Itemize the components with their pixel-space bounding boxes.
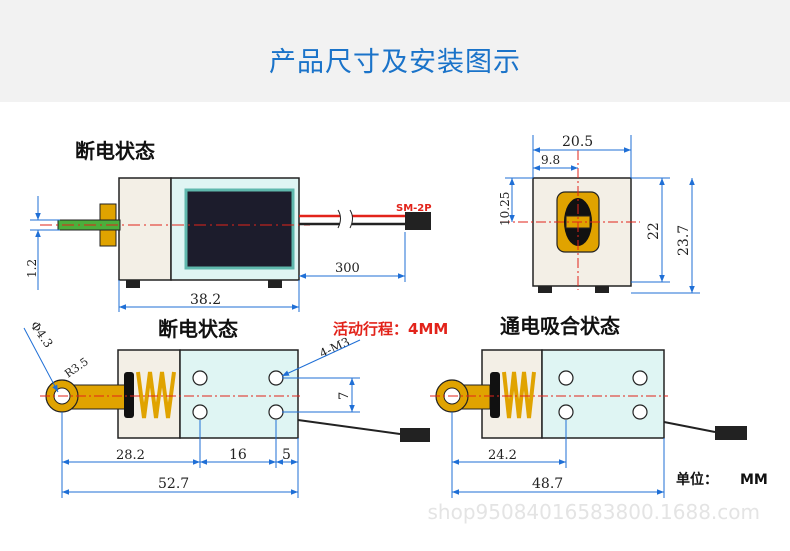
- top-left-view: 断电状态 SM-2P 38.2 300: [25, 139, 432, 312]
- page-title: 产品尺寸及安装图示: [269, 47, 521, 78]
- dim-300: 300: [335, 261, 360, 276]
- dim-hole-radius: R3.5: [62, 355, 91, 380]
- dim-24-2: 24.2: [488, 448, 517, 463]
- dim-1-2: 1.2: [25, 259, 39, 278]
- dim-10-25: 10.25: [498, 192, 512, 226]
- dim-22: 22: [646, 222, 662, 240]
- dim-hole-dia: Φ4.3: [28, 319, 56, 351]
- bottom-right-title: 通电吸合状态: [500, 314, 620, 338]
- dim-48-7: 48.7: [532, 476, 563, 492]
- dim-28-2: 28.2: [116, 448, 145, 463]
- bottom-right-view: 通电吸合状态 24.2 48.7: [430, 314, 747, 498]
- dim-20-5: 20.5: [562, 134, 593, 150]
- stroke-label: 活动行程：4MM: [333, 320, 448, 338]
- top-left-title: 断电状态: [75, 139, 155, 163]
- watermark: shop95084016583800.1688.com: [427, 500, 761, 524]
- dim-5: 5: [282, 447, 291, 463]
- bottom-left-view: 断电状态 Φ4.3 R3.5 4-M3 7 28.2: [23, 317, 430, 498]
- dim-23-7: 23.7: [676, 225, 692, 256]
- dim-9-8: 9.8: [541, 153, 560, 167]
- bottom-left-title: 断电状态: [158, 317, 238, 341]
- unit-value: MM: [740, 472, 768, 488]
- header-bar: 产品尺寸及安装图示: [0, 0, 790, 102]
- unit-label: 单位：: [676, 471, 718, 488]
- connector-label: SM-2P: [396, 203, 432, 214]
- end-view: 20.5 9.8 10.25 22 23.7: [498, 134, 700, 294]
- dim-52-7: 52.7: [158, 476, 189, 492]
- dim-16: 16: [229, 447, 247, 463]
- dimension-drawing: 断电状态 SM-2P 38.2 300: [23, 134, 768, 498]
- dim-38-2: 38.2: [190, 292, 221, 308]
- dim-7: 7: [337, 392, 352, 400]
